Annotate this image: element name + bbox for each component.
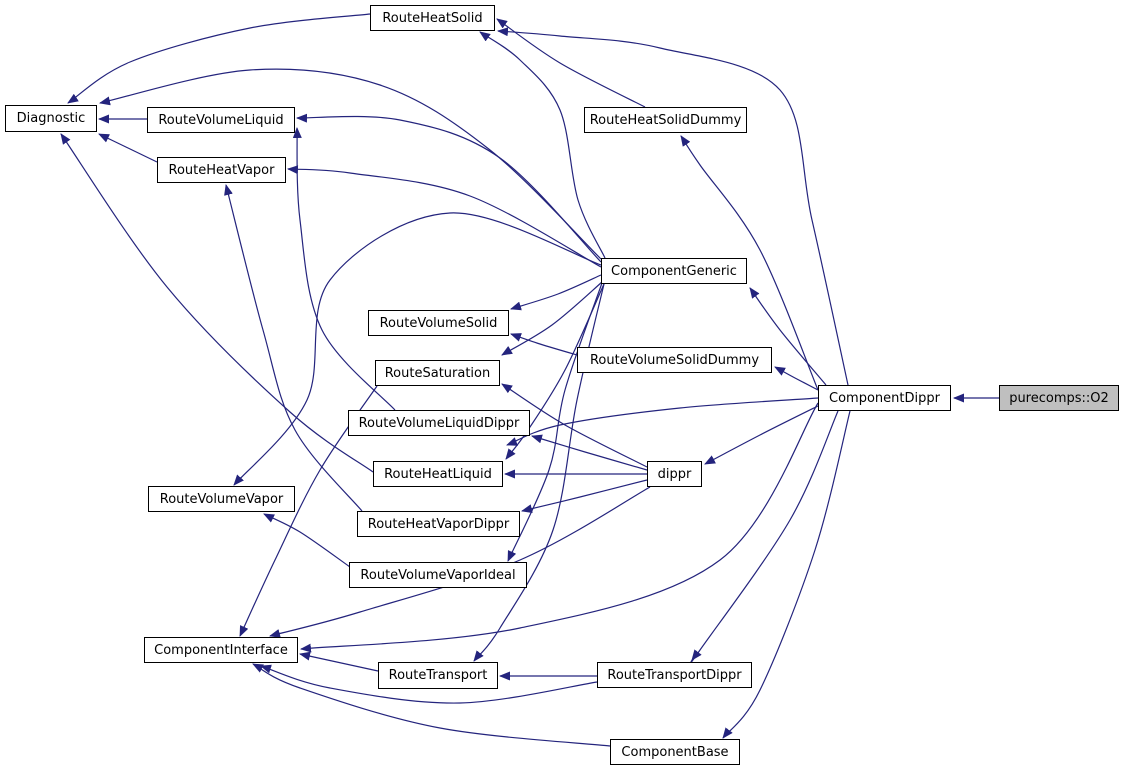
node-label: RouteHeatSolid (382, 10, 483, 26)
node-routevolumevapor[interactable]: RouteVolumeVapor (148, 486, 295, 512)
node-label: RouteVolumeVaporIdeal (360, 567, 516, 583)
node-label: RouteVolumeVapor (159, 491, 284, 507)
node-routetransport[interactable]: RouteTransport (378, 662, 498, 689)
edge-routevolumeliquiddippr-to-routevolumeliquid (292, 127, 396, 411)
node-label: RouteHeatSolidDummy (589, 112, 742, 128)
edge-componentbase-to-componentinterface (252, 663, 611, 747)
edge-componentdippr-to-componentgeneric (749, 287, 827, 386)
edge-componentgeneric-to-routeheatsolid (479, 31, 606, 259)
edge-routeheatvapor-to-diagnostic (98, 133, 158, 163)
node-purecomps-o2: purecomps::O2 (999, 385, 1119, 411)
edge-componentdippr-to-routeheatsoliddummy (680, 135, 819, 391)
edge-componentgeneric-to-routevolumeliquid (296, 113, 602, 263)
edge-componentgeneric-to-routeheatvapor (287, 165, 602, 268)
node-routesaturation[interactable]: RouteSaturation (375, 360, 500, 386)
node-label: ComponentDippr (829, 390, 940, 406)
edge-componentdippr-to-routevolumesoliddummy (774, 366, 819, 391)
node-componentgeneric[interactable]: ComponentGeneric (601, 258, 747, 284)
edge-componentgeneric-to-routevolumesolid (510, 274, 602, 311)
node-label: dippr (657, 466, 692, 482)
edge-componentdippr-to-dippr (704, 405, 819, 465)
edge-componentgeneric-to-routesaturation (501, 281, 603, 356)
node-routeheatliquid[interactable]: RouteHeatLiquid (373, 461, 503, 487)
node-label: Diagnostic (16, 111, 86, 126)
edge-dippr-to-routesaturation (501, 383, 648, 468)
edge-componentdippr-to-routeheatliquid (506, 397, 819, 446)
node-label: ComponentInterface (154, 642, 288, 658)
node-routevolumesoliddummy[interactable]: RouteVolumeSolidDummy (577, 347, 772, 373)
node-routeheatsolid[interactable]: RouteHeatSolid (370, 5, 495, 31)
edge-routeheatliquid-to-diagnostic (60, 133, 374, 473)
edge-componentdippr-to-routetransportdippr (689, 410, 839, 664)
edge-dippr-to-routevolumeliquiddippr (531, 434, 648, 471)
node-diagnostic[interactable]: Diagnostic (5, 105, 97, 132)
node-componentbase[interactable]: ComponentBase (610, 739, 740, 765)
node-routevolumeliquiddippr[interactable]: RouteVolumeLiquidDippr (348, 410, 530, 436)
node-routevolumeliquid[interactable]: RouteVolumeLiquid (147, 107, 295, 133)
node-label: RouteVolumeSolid (379, 315, 498, 331)
edge-componentdippr-to-componentinterface (300, 402, 819, 653)
node-routetransportdippr[interactable]: RouteTransportDippr (597, 662, 752, 688)
node-routevolumevaporideal[interactable]: RouteVolumeVaporIdeal (349, 562, 527, 588)
edge-routetransportdippr-to-componentinterface (260, 664, 598, 704)
node-routevolumesolid[interactable]: RouteVolumeSolid (368, 310, 509, 336)
edge-componentdippr-to-routeheatsolid (497, 27, 849, 386)
edge-routeheatsoliddummy-to-routeheatsolid (496, 18, 646, 108)
edge-routevolumevaporideal-to-routevolumevapor (263, 513, 351, 568)
node-label: RouteHeatLiquid (384, 466, 492, 482)
node-routeheatsoliddummy[interactable]: RouteHeatSolidDummy (584, 107, 747, 133)
node-componentinterface[interactable]: ComponentInterface (144, 637, 298, 663)
edge-routeheatsolid-to-diagnostic (67, 13, 371, 104)
node-label: RouteTransport (388, 668, 488, 683)
edge-routevolumesoliddummy-to-routevolumesolid (510, 333, 578, 356)
edge-routeheatvapordippr-to-routeheatvapor (224, 184, 363, 512)
node-componentdippr[interactable]: ComponentDippr (818, 385, 951, 411)
node-label: RouteTransportDippr (607, 667, 742, 683)
node-label: RouteVolumeLiquid (158, 112, 284, 128)
node-routeheatvapordippr[interactable]: RouteHeatVaporDippr (357, 511, 520, 537)
node-routeheatvapor[interactable]: RouteHeatVapor (157, 157, 286, 183)
edge-componentgeneric-to-routevolumevaporideal (507, 282, 603, 562)
node-label: RouteSaturation (384, 365, 491, 381)
node-label: ComponentGeneric (611, 263, 737, 279)
node-label: ComponentBase (621, 744, 729, 760)
node-label: RouteHeatVaporDippr (367, 516, 510, 532)
node-dippr[interactable]: dippr (647, 461, 702, 487)
edge-componentgeneric-to-routevolumevapor (233, 212, 602, 486)
node-label: RouteVolumeLiquidDippr (358, 415, 520, 431)
node-label: RouteVolumeSolidDummy (589, 352, 760, 368)
edge-componentgeneric-to-diagnostic (99, 68, 602, 260)
node-label: RouteHeatVapor (168, 162, 275, 178)
edge-dippr-to-routeheatvapordippr (521, 479, 648, 514)
node-label: purecomps::O2 (1009, 390, 1109, 406)
edge-componentdippr-to-componentbase (722, 410, 851, 739)
edge-routetransport-to-componentinterface (299, 651, 379, 672)
